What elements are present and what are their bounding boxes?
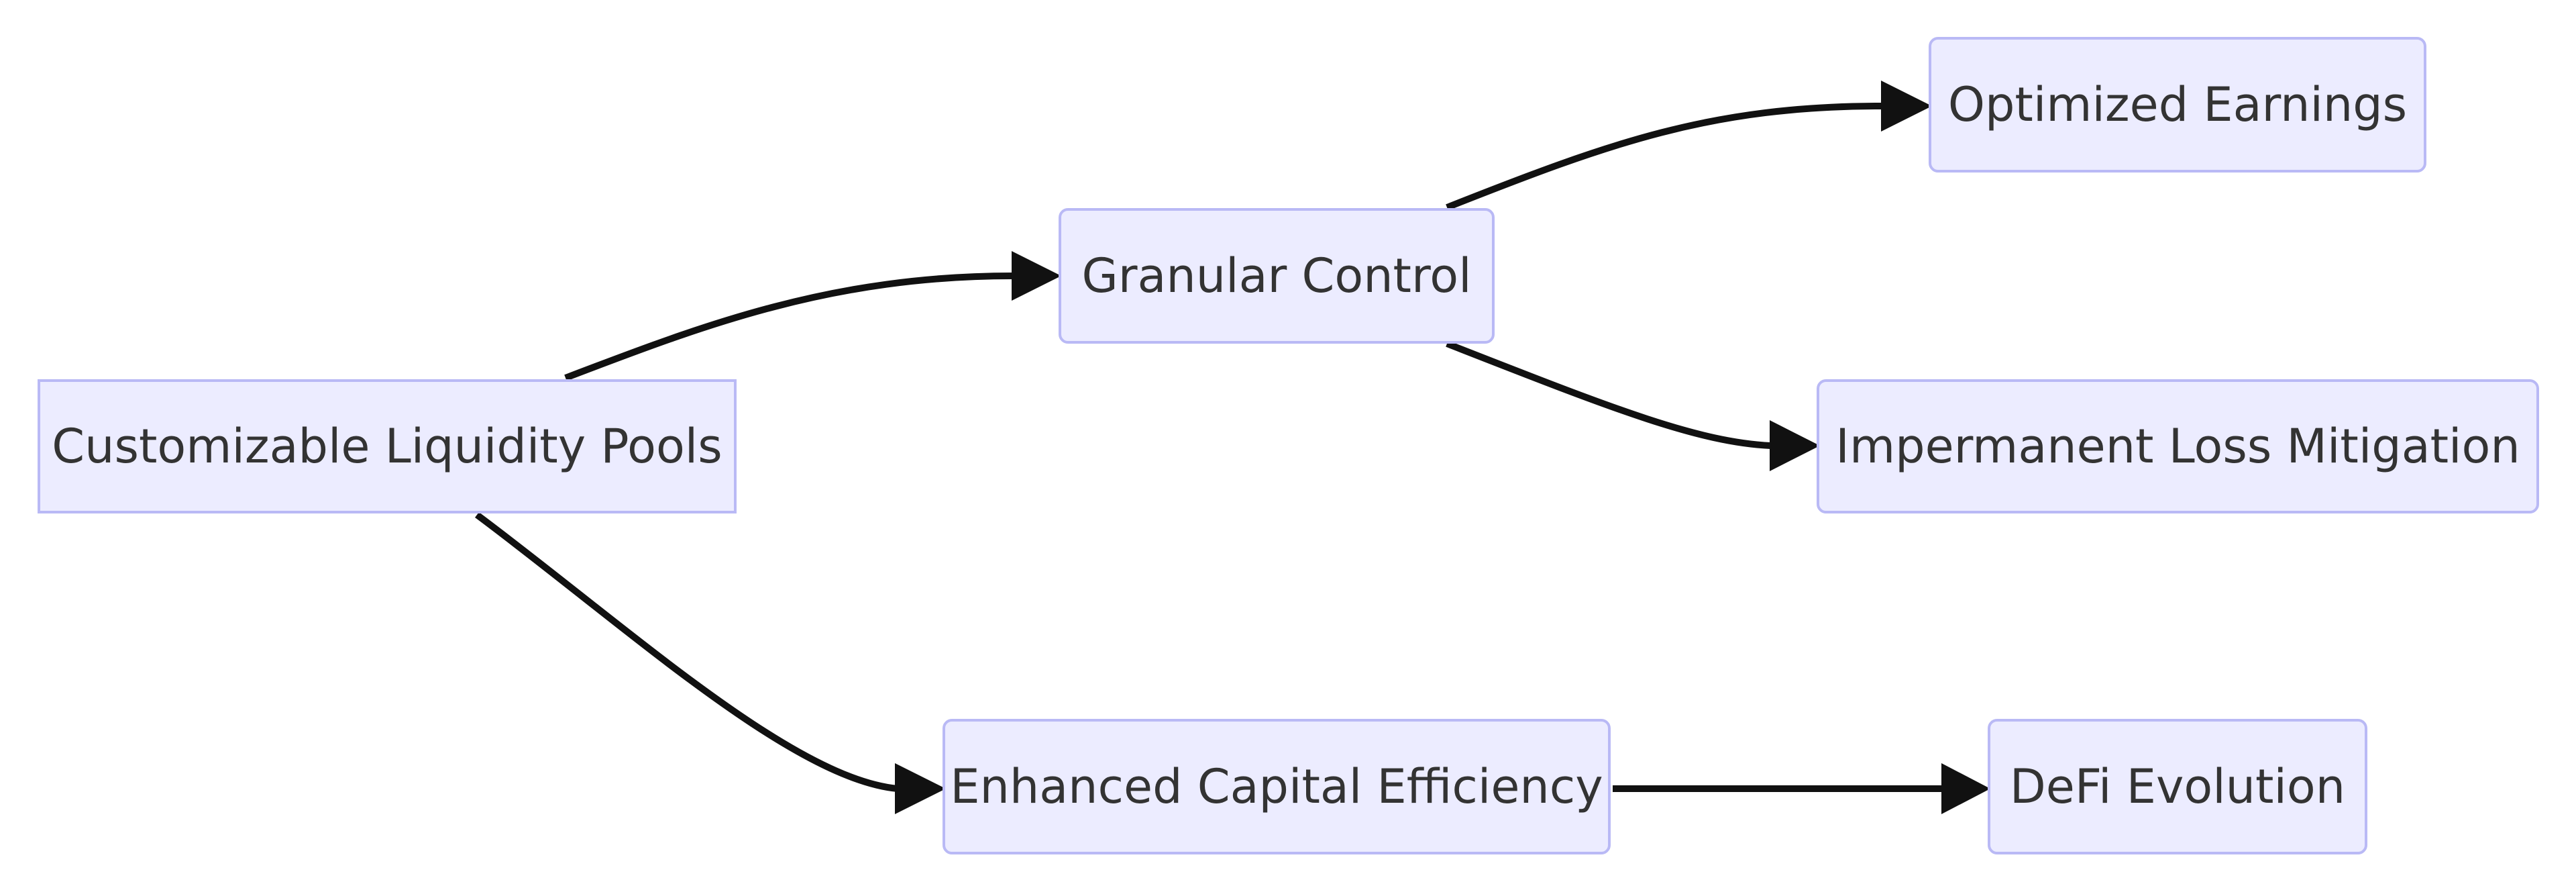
- node-label: Customizable Liquidity Pools: [52, 419, 722, 474]
- node-label: Optimized Earnings: [1947, 77, 2408, 132]
- arrowhead-efficiency: [895, 763, 946, 814]
- node-label: Enhanced Capital Efficiency: [950, 759, 1603, 814]
- node-label: Granular Control: [1081, 248, 1472, 303]
- node-impermanent-loss-mitigation: Impermanent Loss Mitigation: [1817, 379, 2539, 513]
- arrowhead-loss: [1770, 420, 1820, 471]
- edge-control-to-loss: [1446, 340, 1772, 449]
- arrowhead-control: [1012, 251, 1061, 301]
- edge-control-to-earnings: [1446, 103, 1883, 211]
- node-customizable-liquidity-pools: Customizable Liquidity Pools: [38, 379, 737, 513]
- arrowhead-earnings: [1881, 81, 1932, 132]
- node-optimized-earnings: Optimized Earnings: [1929, 37, 2426, 173]
- arrowhead-defi: [1941, 763, 1990, 814]
- edge-pools-to-efficiency: [475, 511, 898, 792]
- edge-pools-to-control: [564, 273, 1014, 381]
- node-enhanced-capital-efficiency: Enhanced Capital Efficiency: [943, 719, 1611, 854]
- node-granular-control: Granular Control: [1059, 208, 1495, 344]
- node-defi-evolution: DeFi Evolution: [1988, 719, 2367, 854]
- node-label: Impermanent Loss Mitigation: [1835, 419, 2520, 474]
- node-label: DeFi Evolution: [2009, 759, 2346, 814]
